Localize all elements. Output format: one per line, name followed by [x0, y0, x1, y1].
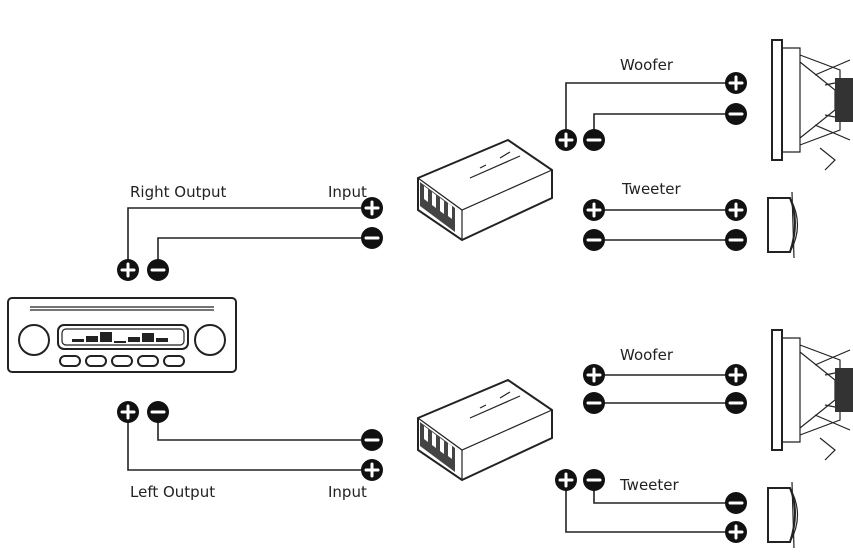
plus-terminal-icon	[723, 519, 749, 545]
tweeter-positive-wire-bottom	[565, 486, 736, 533]
minus-terminal-icon	[359, 427, 385, 453]
left-positive-wire	[127, 420, 372, 471]
minus-terminal-icon	[581, 467, 607, 493]
minus-terminal-icon	[723, 101, 749, 127]
car-radio-icon	[7, 297, 237, 373]
woofer-negative-wire-top	[593, 113, 736, 132]
minus-terminal-icon	[723, 490, 749, 516]
tweeter-speaker-icon	[767, 481, 799, 549]
plus-terminal-icon	[359, 457, 385, 483]
tweeter-label-bottom: Tweeter	[619, 476, 680, 494]
minus-terminal-icon	[581, 390, 607, 416]
plus-terminal-icon	[581, 197, 607, 223]
minus-terminal-icon	[145, 257, 171, 283]
plus-terminal-icon	[115, 257, 141, 283]
plus-terminal-icon	[115, 399, 141, 425]
plus-terminal-icon	[581, 362, 607, 388]
minus-terminal-icon	[145, 399, 171, 425]
tweeter-negative-wire-bottom	[593, 486, 736, 504]
crossover-icon	[417, 139, 553, 241]
minus-terminal-icon	[581, 227, 607, 253]
minus-terminal-icon	[723, 390, 749, 416]
right-positive-wire	[127, 207, 372, 262]
minus-terminal-icon	[723, 227, 749, 253]
minus-terminal-icon	[581, 127, 607, 153]
plus-terminal-icon	[723, 70, 749, 96]
crossover-icon	[417, 379, 553, 481]
woofer-positive-wire-top	[565, 82, 736, 132]
right-negative-wire	[157, 237, 372, 262]
input-label-top: Input	[328, 183, 367, 201]
tweeter-speaker-icon	[767, 191, 799, 259]
plus-terminal-icon	[553, 467, 579, 493]
plus-terminal-icon	[553, 127, 579, 153]
plus-terminal-icon	[723, 362, 749, 388]
left-negative-wire	[157, 420, 372, 441]
woofer-label-bottom: Woofer	[620, 346, 674, 364]
left-output-label: Left Output	[130, 483, 215, 501]
plus-terminal-icon	[723, 197, 749, 223]
minus-terminal-icon	[359, 225, 385, 251]
input-label-bottom: Input	[328, 483, 367, 501]
woofer-speaker-icon	[769, 329, 853, 461]
woofer-speaker-icon	[769, 39, 853, 171]
woofer-label-top: Woofer	[620, 56, 674, 74]
right-output-label: Right Output	[130, 183, 226, 201]
tweeter-label-top: Tweeter	[621, 180, 682, 198]
